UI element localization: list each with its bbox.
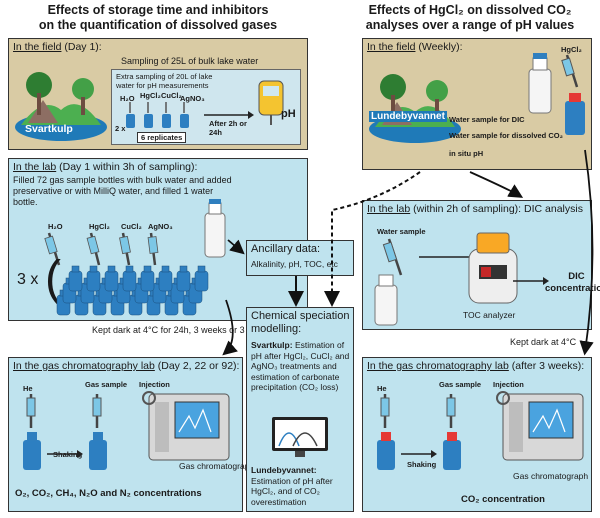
lab-reagent-agno3: AgNO₃ xyxy=(148,222,173,231)
chem-box: Chemical speciation modelling: Svartkulp… xyxy=(246,307,354,512)
lab-right-bottle-syringe xyxy=(374,238,403,326)
right-title-line1: Effects of HgCl₂ on dissolved CO₂ xyxy=(368,3,572,17)
gc-left-vials xyxy=(23,394,107,470)
ancillary-box: Ancillary data: Alkalinity, pH, TOC, etc xyxy=(246,240,354,276)
field-multiplier: 2 x xyxy=(115,124,126,133)
lab-right-analyzer: TOC analyzer xyxy=(463,310,516,320)
gc-box-left: In the gas chromatography lab (Day 2, 22… xyxy=(8,357,254,512)
gas-chromatograph-left-icon xyxy=(142,391,230,461)
lab-right-header: In the lab (within 2h of sampling): DIC … xyxy=(367,203,583,215)
lab-right-result: DICconcentration xyxy=(545,271,600,294)
water-bottle-icon xyxy=(204,199,226,258)
dic-bottle-icon xyxy=(528,53,552,114)
lake-name-svartkulp: Svartkulp xyxy=(25,123,73,135)
lab-multiplier: 3 x xyxy=(17,271,39,288)
gc-left-instrument: Gas chromatograph xyxy=(179,461,255,471)
field-left-sampling: Sampling of 25L of bulk lake water xyxy=(121,56,259,66)
gas-sample-bottle-cap xyxy=(107,265,116,273)
lab-right-water-sample: Water sample xyxy=(377,227,426,236)
field-reagent-h2o: H₂O xyxy=(120,94,135,103)
lab-box-left: In the lab (Day 1 within 3h of sampling)… xyxy=(8,158,308,321)
gc-right-header: In the gas chromatography lab (after 3 w… xyxy=(367,360,585,372)
field-right-item-co2: Water sample for dissolved CO₂ xyxy=(449,131,563,140)
field-replicates: 6 replicates xyxy=(137,132,187,143)
gas-sample-bottle-cap xyxy=(125,265,134,273)
lab-box-right: In the lab (within 2h of sampling): DIC … xyxy=(362,200,600,330)
lab-reagent-h2o: H₂O xyxy=(48,222,63,231)
gc-left-header: In the gas chromatography lab (Day 2, 22… xyxy=(13,360,240,372)
arrow-field-right-to-gc xyxy=(579,149,594,356)
gas-chromatograph-right-icon xyxy=(496,391,584,461)
field-mini-bottles xyxy=(126,102,189,128)
gc-right-he: He xyxy=(377,384,387,393)
storage-left: Kept dark at 4°C for 24h, 3 weeks or 3 m… xyxy=(92,325,277,335)
arrow-field-right-to-chem xyxy=(324,171,421,307)
field-right-item-ph: in situ pH xyxy=(449,149,484,158)
chem-title: Chemical speciation modelling: xyxy=(251,310,350,335)
field-left-header: In the field (Day 1): xyxy=(13,41,102,53)
field-left-extra: Extra sampling of 20L of lake water for … xyxy=(116,72,213,90)
monitor-icon xyxy=(272,417,328,457)
gc-right-gas-sample: Gas sample xyxy=(439,380,482,389)
toc-analyzer-icon xyxy=(468,232,518,304)
ph-meter-icon xyxy=(258,80,284,125)
co2-bottle-syringe-icon xyxy=(561,54,585,135)
field-after-arrow xyxy=(204,111,254,119)
gc-right-result: CO₂ concentration xyxy=(461,494,545,505)
gc-box-right: In the gas chromatography lab (after 3 w… xyxy=(362,357,592,512)
left-title-line2: on the quantification of dissolved gases xyxy=(38,18,278,32)
gc-left-gas-sample: Gas sample xyxy=(85,380,128,389)
arrow-lab-left-to-gc xyxy=(222,299,238,356)
lab-reagent-cucl2: CuCl₂ xyxy=(121,222,142,231)
left-title: Effects of storage time and inhibitors o… xyxy=(8,3,308,33)
field-after: After 2h or 24h xyxy=(209,119,247,137)
lab-left-header: In the lab (Day 1 within 3h of sampling)… xyxy=(13,161,198,173)
arrow-field-right-to-lab xyxy=(469,171,524,198)
gas-sample-bottle-cap xyxy=(143,265,152,273)
ancillary-text: Alkalinity, pH, TOC, etc xyxy=(251,259,338,269)
gc-left-result: O₂, CO₂, CH₄, N₂O and N₂ concentrations xyxy=(15,488,202,499)
field-ph: pH xyxy=(281,108,296,120)
lab-syringes xyxy=(44,232,159,266)
right-title: Effects of HgCl₂ on dissolved CO₂ analys… xyxy=(345,3,595,33)
left-title-line1: Effects of storage time and inhibitors xyxy=(47,3,269,17)
gc-left-he: He xyxy=(23,384,33,393)
gc-right-injection: Injection xyxy=(493,380,524,389)
lab-right-arrow-2 xyxy=(513,277,549,285)
gc-right-shaking: Shaking xyxy=(407,460,437,469)
field-reagent-cucl2: CuCl₂ xyxy=(161,91,182,100)
gc-left-injection: Injection xyxy=(139,380,170,389)
arrow-lab-to-ancillary xyxy=(227,239,245,255)
gas-sample-bottle-cap xyxy=(161,265,170,273)
gas-sample-bottles xyxy=(56,265,209,316)
lab-left-description: Filled 72 gas sample bottles with bulk w… xyxy=(13,175,232,207)
gas-sample-bottle-cap xyxy=(197,265,206,273)
ancillary-title: Ancillary data: xyxy=(251,243,321,255)
right-title-line2: analyses over a range of pH values xyxy=(365,18,575,32)
lake-name-lundebyvannet: Lundebyvannet xyxy=(369,111,447,122)
bottle-bracket: ( xyxy=(45,252,61,305)
field-right-reagent: HgCl₂ xyxy=(561,45,582,54)
field-reagent-agno3: AgNO₃ xyxy=(180,94,205,103)
field-right-header: In the field (Weekly): xyxy=(367,41,463,53)
gc-right-instrument: Gas chromatograph xyxy=(513,471,589,481)
chem-svartkulp: Svartkulp: Estimation of pH after HgCl₂,… xyxy=(251,340,350,392)
gas-sample-bottle-cap xyxy=(89,265,98,273)
chem-lundebyvannet: Lundebyvannet:Estimation of pH after HgC… xyxy=(251,465,333,507)
field-box-right: In the field (Weekly): Lundebyvannet HgC… xyxy=(362,38,592,170)
gc-right-vials xyxy=(377,394,461,470)
gas-sample-bottle-cap xyxy=(179,265,188,273)
storage-right: Kept dark at 4°C xyxy=(510,337,577,347)
field-reagent-hgcl2: HgCl₂ xyxy=(140,91,161,100)
field-right-item-dic: Water sample for DIC xyxy=(449,115,525,124)
svartkulp-lake-icon xyxy=(15,72,107,141)
gas-sample-bottle-cap xyxy=(71,265,80,273)
lab-reagent-hgcl2: HgCl₂ xyxy=(89,222,110,231)
field-box-left: In the field (Day 1): Sampling of 25L of… xyxy=(8,38,308,150)
